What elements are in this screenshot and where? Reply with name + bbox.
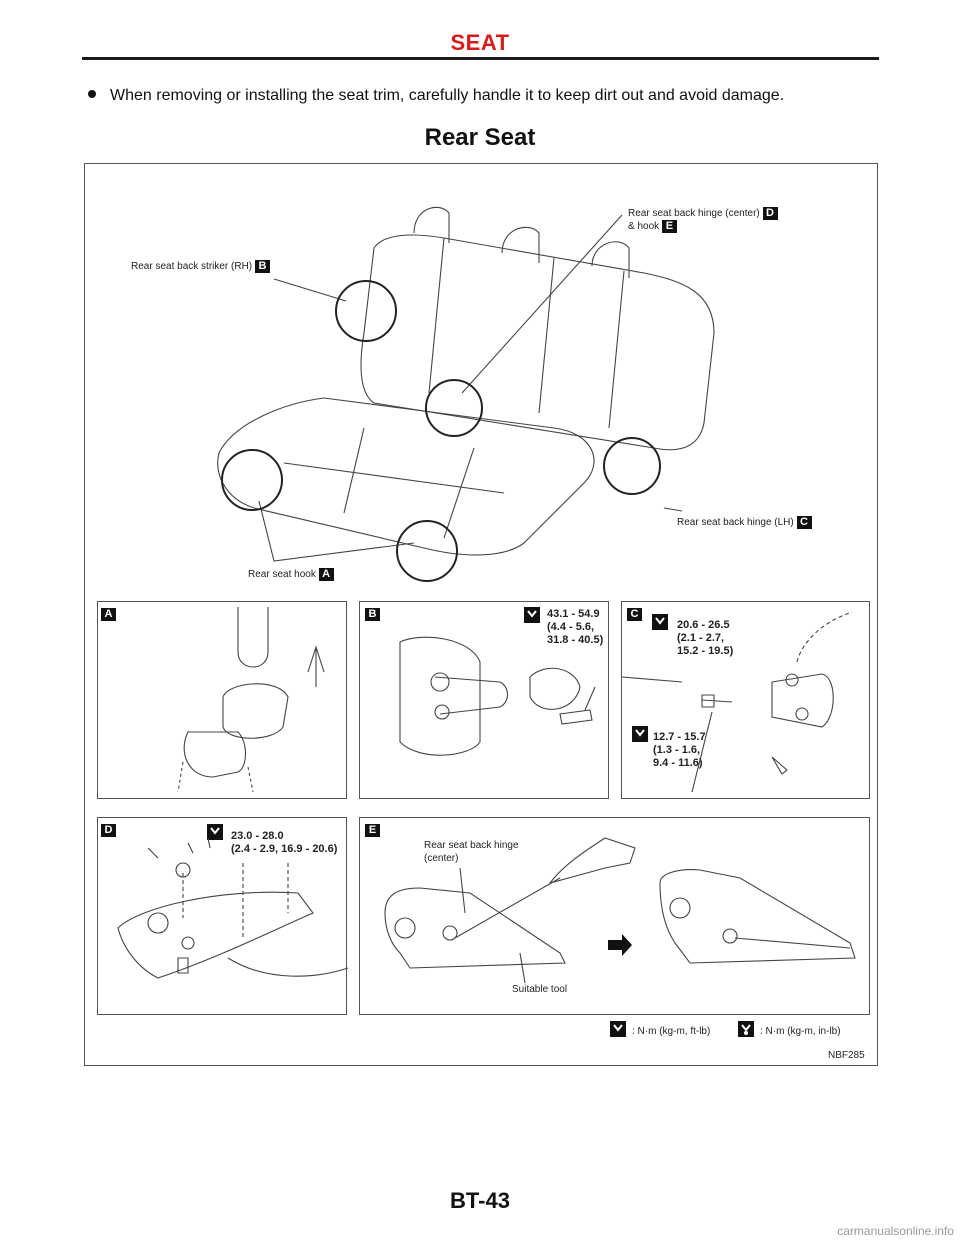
callout-hinge-center-line2: & hook [628,221,660,233]
badge-c-icon: C [796,516,812,529]
badge-d-icon: D [762,207,778,220]
panel-e-hinge-label-line2: (center) [424,853,459,864]
callout-hinge-center: Rear seat back hinge (center) D [628,207,778,220]
figure-id: NBF285 [828,1050,865,1061]
badge-a-icon: A [318,568,334,581]
torque-wrench-icon [632,726,648,742]
seat-hook-drawing [177,607,325,793]
intro-bullet: When removing or installing the seat tri… [88,87,784,105]
header-rule [82,57,879,60]
arrow-right-icon [608,934,632,956]
badge-e-icon: E [661,220,677,233]
panel-d-badge-icon: D [101,824,116,837]
torque-b: 43.1 - 54.9 (4.4 - 5.6, 31.8 - 40.5) [547,608,604,646]
legend-inlb: : N·m (kg-m, in-lb) [760,1026,841,1037]
panel-e-hinge-label-line1: Rear seat back hinge [424,840,519,851]
torque-d: 23.0 - 28.0 (2.4 - 2.9, 16.9 - 20.6) [231,830,338,855]
detail-panel-a: A [97,601,347,799]
badge-b-icon: B [254,260,270,273]
callout-hook: & hook E [628,220,677,233]
callout-hinge-lh-text: Rear seat back hinge (LH) [677,517,794,529]
callout-striker-rh: Rear seat back striker (RH) B [131,260,270,273]
section-title: Rear Seat [424,124,536,151]
hinge-hook-removal-drawing [384,837,856,984]
torque-wrench-small-icon [738,1021,754,1037]
torque-wrench-icon [207,824,223,840]
bullet-icon [88,90,96,98]
callout-hinge-lh: Rear seat back hinge (LH) C [677,516,812,529]
detail-panel-e: E Rear seat back hinge (center) Suitable… [359,817,870,1015]
callout-seat-hook-text: Rear seat hook [248,569,316,581]
torque-wrench-icon [652,614,668,630]
detail-panel-b: B 43.1 - 54.9 (4.4 - 5.6, 31.8 - 40.5) [359,601,609,799]
intro-bullet-text: When removing or installing the seat tri… [110,87,785,104]
page-number: BT-43 [450,1188,510,1213]
hinge-lh-drawing [621,611,853,793]
rear-seat-illustration [217,206,715,582]
torque-c-upper: 20.6 - 26.5 (2.1 - 2.7, 15.2 - 19.5) [677,619,734,657]
panel-b-badge-icon: B [365,608,380,621]
panel-a-badge-icon: A [101,608,116,621]
figure-frame [84,163,878,1066]
torque-c-lower: 12.7 - 15.7 (1.3 - 1.6, 9.4 - 11.6) [653,731,706,769]
detail-panel-d: D 23.0 - 28.0 (2.4 - 2.9, 16.9 - 20.6) [97,817,349,1015]
hinge-center-drawing [117,837,349,979]
callout-seat-hook: Rear seat hook A [248,568,334,581]
striker-drawing [399,636,596,756]
detail-panel-c: C 20.6 - 26.5 (2.1 - 2.7, 15.2 - 19.5) 1… [621,601,870,799]
torque-wrench-icon [524,607,540,623]
panel-e-badge-icon: E [365,824,380,837]
callout-striker-rh-text: Rear seat back striker (RH) [131,261,253,273]
watermark: carmanualsonline.info [837,1224,954,1238]
panel-c-badge-icon: C [627,608,642,621]
page-header-title: SEAT [450,30,510,55]
panel-e-tool-label: Suitable tool [512,984,568,995]
callout-hinge-center-line1: Rear seat back hinge (center) [628,208,760,220]
torque-wrench-icon [610,1021,626,1037]
legend-ftlb: : N·m (kg-m, ft-lb) [632,1026,711,1037]
